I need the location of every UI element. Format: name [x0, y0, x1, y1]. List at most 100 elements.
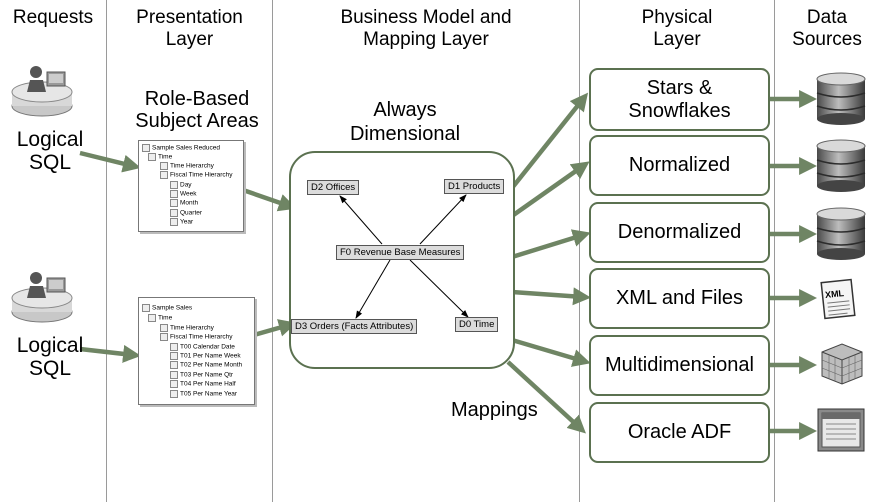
box-text: Stars &: [646, 76, 713, 99]
tree-node[interactable]: Week: [170, 190, 197, 199]
column-divider: [579, 0, 580, 502]
column-header-presentation: Presentation Layer: [107, 7, 272, 51]
column-icon: [170, 209, 178, 217]
physical-box-denormalized[interactable]: Denormalized: [589, 202, 770, 263]
physical-box-xml-files[interactable]: XML and Files: [589, 268, 770, 329]
column-divider: [774, 0, 775, 502]
column-header-requests: Requests: [0, 7, 106, 29]
tree-node[interactable]: Quarter: [170, 209, 202, 218]
table-icon: [148, 314, 156, 322]
hierarchy-icon: [160, 162, 168, 170]
physical-box-normalized[interactable]: Normalized: [589, 135, 770, 196]
header-text: Physical: [641, 7, 713, 28]
header-text: Layer: [653, 29, 701, 50]
column-icon: [170, 352, 178, 360]
table-icon: [148, 153, 156, 161]
tree-node[interactable]: Sample Sales Reduced: [142, 144, 220, 153]
bm-node-d3-orders[interactable]: D3 Orders (Facts Attributes): [291, 319, 418, 334]
column-header-physical: Physical Layer: [580, 7, 774, 51]
tree-node[interactable]: Sample Sales: [142, 304, 192, 313]
folder-icon: [142, 304, 150, 312]
tree-node[interactable]: Fiscal Time Hierarchy: [160, 171, 232, 180]
label-text: Logical: [16, 334, 84, 357]
column-divider: [272, 0, 273, 502]
physical-box-stars-snowflakes[interactable]: Stars &Snowflakes: [589, 68, 770, 131]
hierarchy-icon: [160, 333, 168, 341]
mappings-label: Mappings: [451, 399, 538, 421]
tree-node[interactable]: Time Hierarchy: [160, 162, 214, 171]
request-arrow: [79, 344, 142, 363]
bm-node-d2-offices[interactable]: D2 Offices: [307, 180, 360, 195]
mapping-arrow: [506, 360, 586, 434]
folder-icon: [142, 144, 150, 152]
tree-node[interactable]: Fiscal Time Hierarchy: [160, 333, 232, 342]
column-icon: [170, 390, 178, 398]
hierarchy-icon: [160, 171, 168, 179]
header-text: Data: [806, 7, 848, 28]
box-text: Oracle ADF: [627, 421, 732, 443]
box-text: Multidimensional: [605, 354, 754, 376]
tree-node[interactable]: Year: [170, 218, 193, 227]
bm-node-d1-products[interactable]: D1 Products: [444, 179, 505, 194]
header-text: Business Model and: [340, 7, 512, 28]
mapping-arrow: [510, 161, 590, 218]
bm-node-d0-time[interactable]: D0 Time: [455, 317, 499, 332]
physical-box-multidimensional[interactable]: Multidimensional: [589, 335, 770, 396]
tree-node[interactable]: T00 Calendar Date: [170, 343, 235, 352]
tree-node[interactable]: T05 Per Name Year: [170, 390, 237, 399]
box-text: Normalized: [628, 154, 731, 176]
column-icon: [170, 181, 178, 189]
column-icon: [170, 218, 178, 226]
column-icon: [170, 380, 178, 388]
label-text: Role-Based: [144, 88, 250, 110]
header-text: Mapping Layer: [363, 29, 489, 50]
xml-icon-text: XML: [824, 288, 845, 300]
box-text: Snowflakes: [628, 99, 731, 122]
tree-node[interactable]: Day: [170, 181, 192, 190]
tree-node[interactable]: T02 Per Name Month: [170, 361, 242, 370]
label-text: Subject Areas: [135, 110, 259, 132]
label-text: Always: [373, 99, 437, 121]
header-text: Presentation: [136, 7, 243, 28]
label-text: Logical: [16, 128, 84, 151]
mapping-arrow: [511, 229, 591, 260]
tree-node[interactable]: Time Hierarchy: [160, 324, 214, 333]
role-based-subject-areas-label: Role-Based Subject Areas: [118, 88, 276, 132]
label-text: SQL: [28, 357, 72, 380]
application-window-icon: [817, 408, 865, 452]
subject-area-arrow: [242, 187, 297, 212]
hierarchy-icon: [160, 324, 168, 332]
always-dimensional-label: Always Dimensional: [320, 98, 490, 146]
column-icon: [170, 190, 178, 198]
header-text: Sources: [792, 29, 862, 50]
bm-node-f0-revenue[interactable]: F0 Revenue Base Measures: [336, 245, 465, 260]
column-divider: [106, 0, 107, 502]
subject-area-tree: Sample Sales Reduced Time Time Hierarchy…: [138, 140, 244, 232]
mapping-arrow: [511, 337, 591, 367]
physical-box-oracle-adf[interactable]: Oracle ADF: [589, 402, 770, 463]
tree-node[interactable]: T01 Per Name Week: [170, 352, 241, 361]
box-text: XML and Files: [615, 287, 744, 309]
header-text: Requests: [12, 7, 94, 28]
database-icon: [816, 72, 866, 125]
logical-sql-label: Logical SQL: [0, 334, 100, 380]
tree-node[interactable]: T04 Per Name Half: [170, 380, 236, 389]
tree-node[interactable]: Time: [148, 153, 172, 162]
label-text: SQL: [28, 151, 72, 174]
tree-node[interactable]: T03 Per Name Qtr: [170, 371, 233, 380]
logical-sql-label: Logical SQL: [0, 128, 100, 174]
xml-document-icon: [820, 278, 856, 320]
tree-node[interactable]: Month: [170, 199, 198, 208]
tree-node[interactable]: Time: [148, 314, 172, 323]
user-terminal-icon: [11, 66, 73, 117]
column-icon: [170, 361, 178, 369]
label-text: Dimensional: [349, 123, 461, 145]
box-text: Denormalized: [617, 221, 742, 243]
cube-icon: [821, 343, 863, 385]
user-terminal-icon: [11, 272, 73, 323]
database-icon: [816, 139, 866, 192]
